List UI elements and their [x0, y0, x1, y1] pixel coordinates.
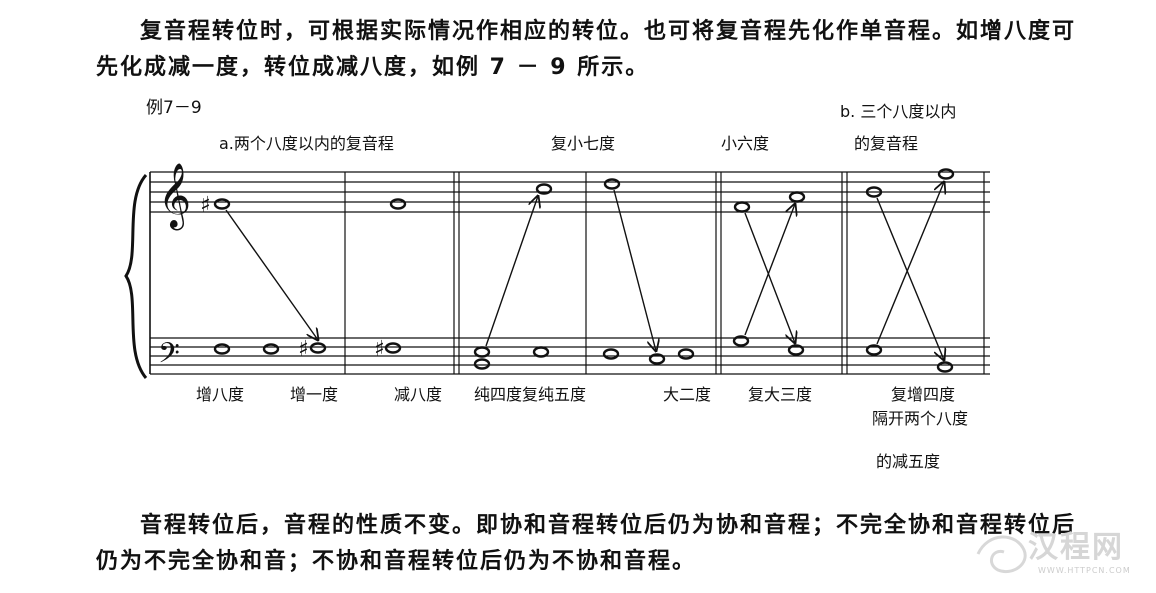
section-a-label: a.两个八度以内的复音程 — [219, 134, 394, 153]
note — [788, 191, 806, 203]
note — [677, 348, 695, 360]
note — [473, 358, 491, 370]
major-second-label: 大二度 — [663, 385, 712, 404]
note — [732, 335, 750, 347]
bass-staff — [150, 337, 990, 375]
compound-aug-fourth-label: 复增四度 — [891, 385, 956, 404]
note — [532, 346, 550, 358]
section-b-label-line1: b. 三个八度以内 — [840, 102, 957, 121]
example-label: 例7－9 — [146, 98, 202, 118]
note — [213, 343, 231, 355]
top-paragraph-text: 复音程转位时，可根据实际情况作相应的转位。也可将复音程先化作单音程。如增八度可先… — [96, 19, 1077, 80]
section-b-label-line2: 的复音程 — [854, 134, 919, 153]
note — [733, 201, 751, 213]
minor-seventh-label: 复小七度 — [551, 134, 616, 153]
note — [309, 342, 327, 354]
note — [865, 344, 883, 356]
barlines — [149, 172, 985, 374]
two-octaves-apart-label: 隔开两个八度 — [872, 409, 969, 428]
aug-octave-label: 增八度 — [196, 385, 245, 404]
note — [865, 186, 883, 198]
minor-sixth-label: 小六度 — [721, 134, 770, 153]
compound-major-third-label: 复大三度 — [748, 385, 813, 404]
bottom-paragraph: 音程转位后，音程的性质不变。即协和音程转位后仍为协和音程；不完全协和音程转位后仍… — [96, 508, 1096, 580]
note — [213, 198, 231, 210]
sharp-icon: ♯ — [298, 337, 309, 362]
note — [384, 342, 402, 354]
note — [262, 343, 280, 355]
note — [936, 361, 954, 373]
inversion-arrows — [225, 182, 944, 360]
dim-octave-label: 减八度 — [394, 385, 443, 404]
grand-staff-brace — [124, 174, 148, 379]
watermark-logo-icon — [976, 535, 1027, 573]
treble-staff — [150, 171, 990, 213]
sharp-icon: ♯ — [374, 337, 385, 362]
sharp-icons: ♯ ♯ ♯ — [200, 193, 385, 362]
sharp-icon: ♯ — [200, 193, 211, 218]
dim-unison-label: 增一度 — [290, 385, 339, 404]
note — [603, 178, 621, 190]
note — [937, 168, 955, 180]
watermark-text: 汉程网 — [1028, 530, 1124, 565]
notes — [213, 168, 955, 373]
treble-clef-icon: 𝄞 — [158, 163, 191, 230]
watermark-url: WWW.HTTPCN.COM — [1038, 566, 1131, 575]
dim-fifth-label: 的减五度 — [876, 452, 941, 471]
note — [602, 348, 620, 360]
top-paragraph: 复音程转位时，可根据实际情况作相应的转位。也可将复音程先化作单音程。如增八度可先… — [96, 14, 1096, 86]
note — [473, 346, 491, 358]
bottom-paragraph-text: 音程转位后，音程的性质不变。即协和音程转位后仍为协和音程；不完全协和音程转位后仍… — [96, 513, 1077, 574]
note — [389, 198, 407, 210]
note — [648, 353, 666, 365]
bass-clef-icon: 𝄢 — [158, 337, 180, 377]
p4-compound-p5-label: 纯四度复纯五度 — [474, 385, 587, 404]
note — [535, 183, 553, 195]
